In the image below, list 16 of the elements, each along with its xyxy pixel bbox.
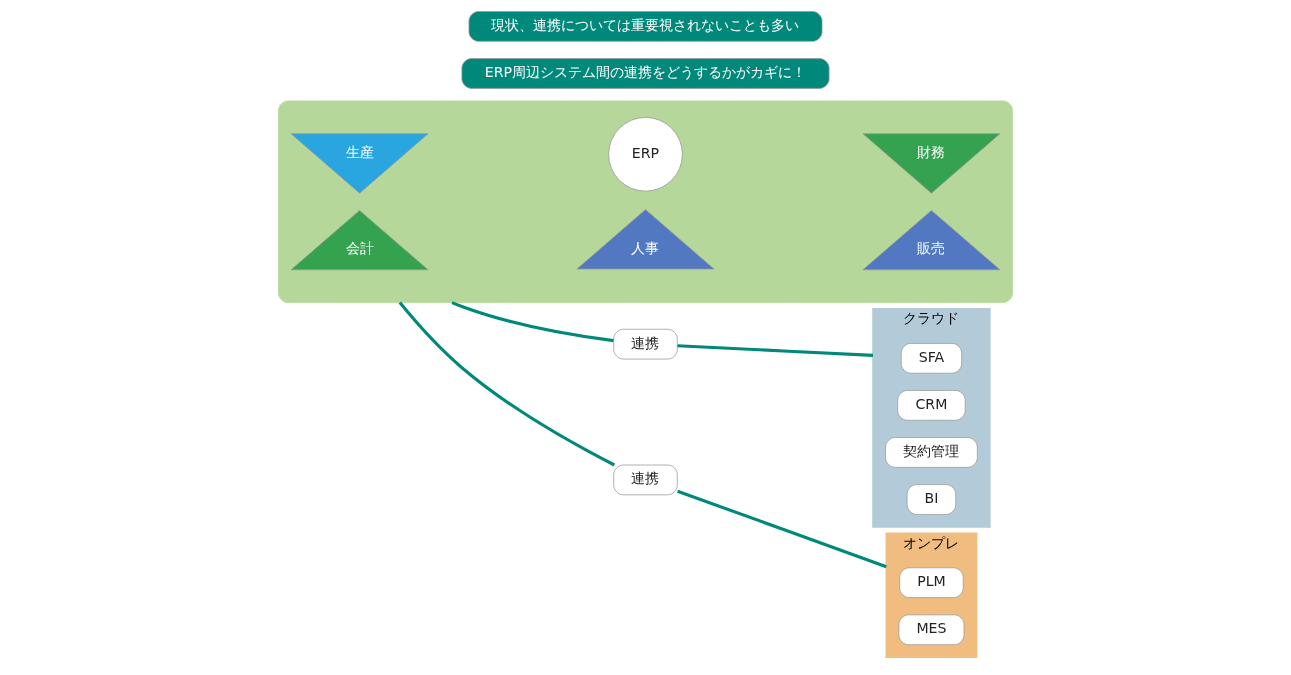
- node-box: 現状、連携については重要視されないことも多い: [468, 11, 823, 42]
- node-box: CRM: [897, 390, 966, 421]
- node-box: SFA: [900, 343, 963, 374]
- node-box: ERP周辺システム間の連携をどうするかがカギに！: [461, 58, 830, 89]
- node-box: 連携: [613, 464, 678, 496]
- node-box: PLM: [899, 567, 964, 598]
- node-box: 契約管理: [885, 437, 978, 468]
- node-box: MES: [898, 614, 965, 646]
- node-box: 連携: [613, 328, 678, 360]
- connector: [677, 489, 887, 569]
- node-box: BI: [906, 484, 957, 515]
- connector: [398, 301, 616, 467]
- node-circle: ERP: [608, 117, 683, 192]
- connector: [677, 344, 874, 357]
- connector: [451, 301, 614, 343]
- cluster: [278, 100, 1013, 303]
